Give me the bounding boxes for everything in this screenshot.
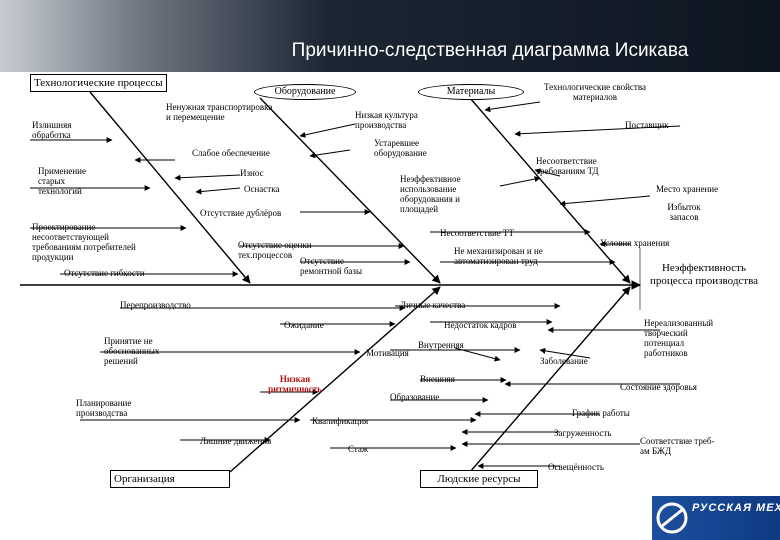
cause-external: Внешняя [420,374,455,384]
title-band [0,0,780,72]
cause-disease: Заболевание [540,356,588,366]
cause-personal-quality: Личные качества [400,300,466,310]
cause-suppliers: Поставщик [625,120,669,130]
cause-staff-shortage: Недостаток кадров [444,320,517,330]
bone-equipment [259,97,441,284]
cause-internal: Внутренняя [418,340,464,350]
cause-unused-potential: Нереализованный творческий потенциал раб… [644,318,714,358]
cause-no-duplicates: Отсутствие дублёров [200,208,282,218]
cause-extra-moves: Лишние движения [200,436,272,446]
cause-transport: Ненужная транспортировка и перемещение [166,102,273,122]
cause-excess-processing: Излишняя обработка [32,120,72,140]
category-materials: Материалы [418,84,524,100]
cause-schedule: График работы [572,408,630,418]
category-tech: Технологические процессы [30,74,167,92]
cause-old-tech: Применение старых технологий [38,166,86,196]
cause-lighting: Освещённость [548,462,604,472]
cause-non-conformity-tt: Несоответствие ТТ [440,228,514,238]
cause-tooling: Оснастка [244,184,280,194]
logo-text: РУССКАЯ МЕХАНИКА [692,502,780,514]
cause-no-repair: Отсутствие ремонтной базы [300,256,362,276]
cause-workload: Загруженность [554,428,612,438]
logo-emblem-icon [656,502,688,534]
bone-tech [89,91,251,284]
cause-inefficient-use: Неэффективное использование оборудования… [400,174,461,214]
cause-not-mech: Не механизирован и не автоматизирован тр… [454,246,543,266]
category-people: Людские ресурсы [420,470,538,488]
cause-compliance-ebzh: Соответствие треб-ам БЖД [640,436,715,456]
effect-label: Неэффективность процесса производства [649,262,759,287]
cause-storage-place: Место хранение [656,184,719,194]
cause-health: Состояние здоровья [620,382,697,392]
cause-design: Проектирование несоответствующей требова… [32,222,136,262]
cause-outdated-equipment: Устаревшее оборудование [374,138,427,158]
bone-materials [469,97,631,284]
company-logo: РУССКАЯ МЕХАНИКА [652,496,780,540]
cause-no-flex: Отсутствие гибкости [64,268,145,278]
cause-planning: Планирование производства [76,398,132,418]
cause-non-conformity-td: Несоответствие требованиям ТД [536,156,599,176]
cause-low-culture: Низкая культура производства [355,110,418,130]
cause-waiting: Ожидание [284,320,324,330]
cause-storage-cond: Условия хранения [600,238,670,248]
cause-excess-stock: Избыток запасов [667,202,701,222]
cause-experience: Стаж [348,444,369,454]
cause-unjustified: Принятие не обоснованных решений [104,336,160,366]
cause-weak-support: Слабое обеспечение [192,148,270,158]
cause-qualification: Квалификация [312,416,369,426]
cause-motivation: Мотивация [366,348,409,358]
cause-low-rhythm: Низкая ритмичность [268,374,322,394]
cause-no-eval: Отсутствие оценки тех.процессов [238,240,312,260]
cause-overproduction: Перепроизводство [120,300,191,310]
slide-title: Причинно-следственная диаграмма Исикава [291,40,689,61]
cause-tech-props: Технологические свойства материалов [544,82,646,102]
category-organization: Организация [110,470,230,488]
cause-wear: Износ [240,168,264,178]
cause-education: Образование [390,392,440,402]
category-equipment: Оборудование [254,84,356,100]
bone-people [469,286,631,473]
